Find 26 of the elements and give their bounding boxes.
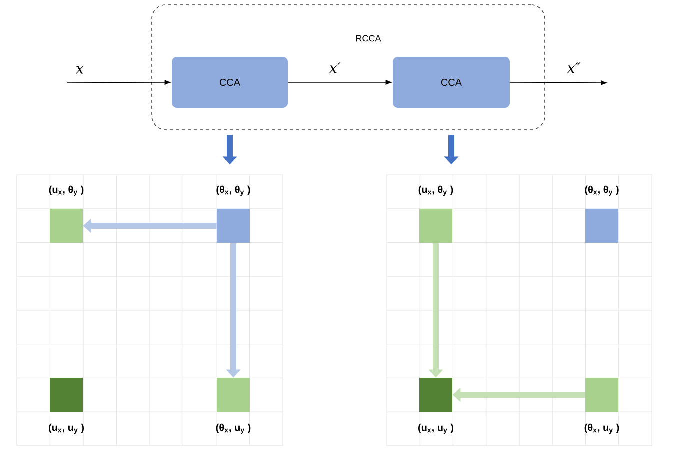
edge-label: x <box>74 65 86 75</box>
grid <box>386 174 652 446</box>
process-box: CCA <box>393 57 510 108</box>
square <box>217 378 250 412</box>
square <box>217 209 250 243</box>
square <box>50 378 83 412</box>
arrow <box>288 80 392 85</box>
edge-label: x″ <box>566 62 582 74</box>
square <box>420 378 452 412</box>
process-box: CCA <box>172 57 288 108</box>
coordinate-label: (u$_{x}$, u$_{y}$ ) <box>418 424 454 434</box>
square <box>586 378 618 412</box>
arrow <box>66 80 171 85</box>
arrow <box>510 80 607 86</box>
coordinate-label: (θ$_{x}$, u$_{y}$ ) <box>216 424 251 434</box>
coordinate-label: (u$_{x}$, θ$_{y}$ ) <box>49 186 84 196</box>
coordinate-label: (u$_{x}$, u$_{y}$ ) <box>49 424 84 434</box>
grid <box>16 174 284 446</box>
square <box>420 209 452 243</box>
coordinate-label: (u$_{x}$, θ$_{y}$ ) <box>418 186 454 196</box>
square <box>586 209 618 243</box>
coordinate-label: (θ$_{x}$, θ$_{y}$ ) <box>216 186 250 196</box>
coordinate-label: (θ$_{x}$, θ$_{y}$ ) <box>585 186 619 196</box>
square <box>50 209 83 243</box>
coordinate-label: (θ$_{x}$, u$_{y}$ ) <box>584 424 620 434</box>
edge-label: x′ <box>328 62 342 74</box>
